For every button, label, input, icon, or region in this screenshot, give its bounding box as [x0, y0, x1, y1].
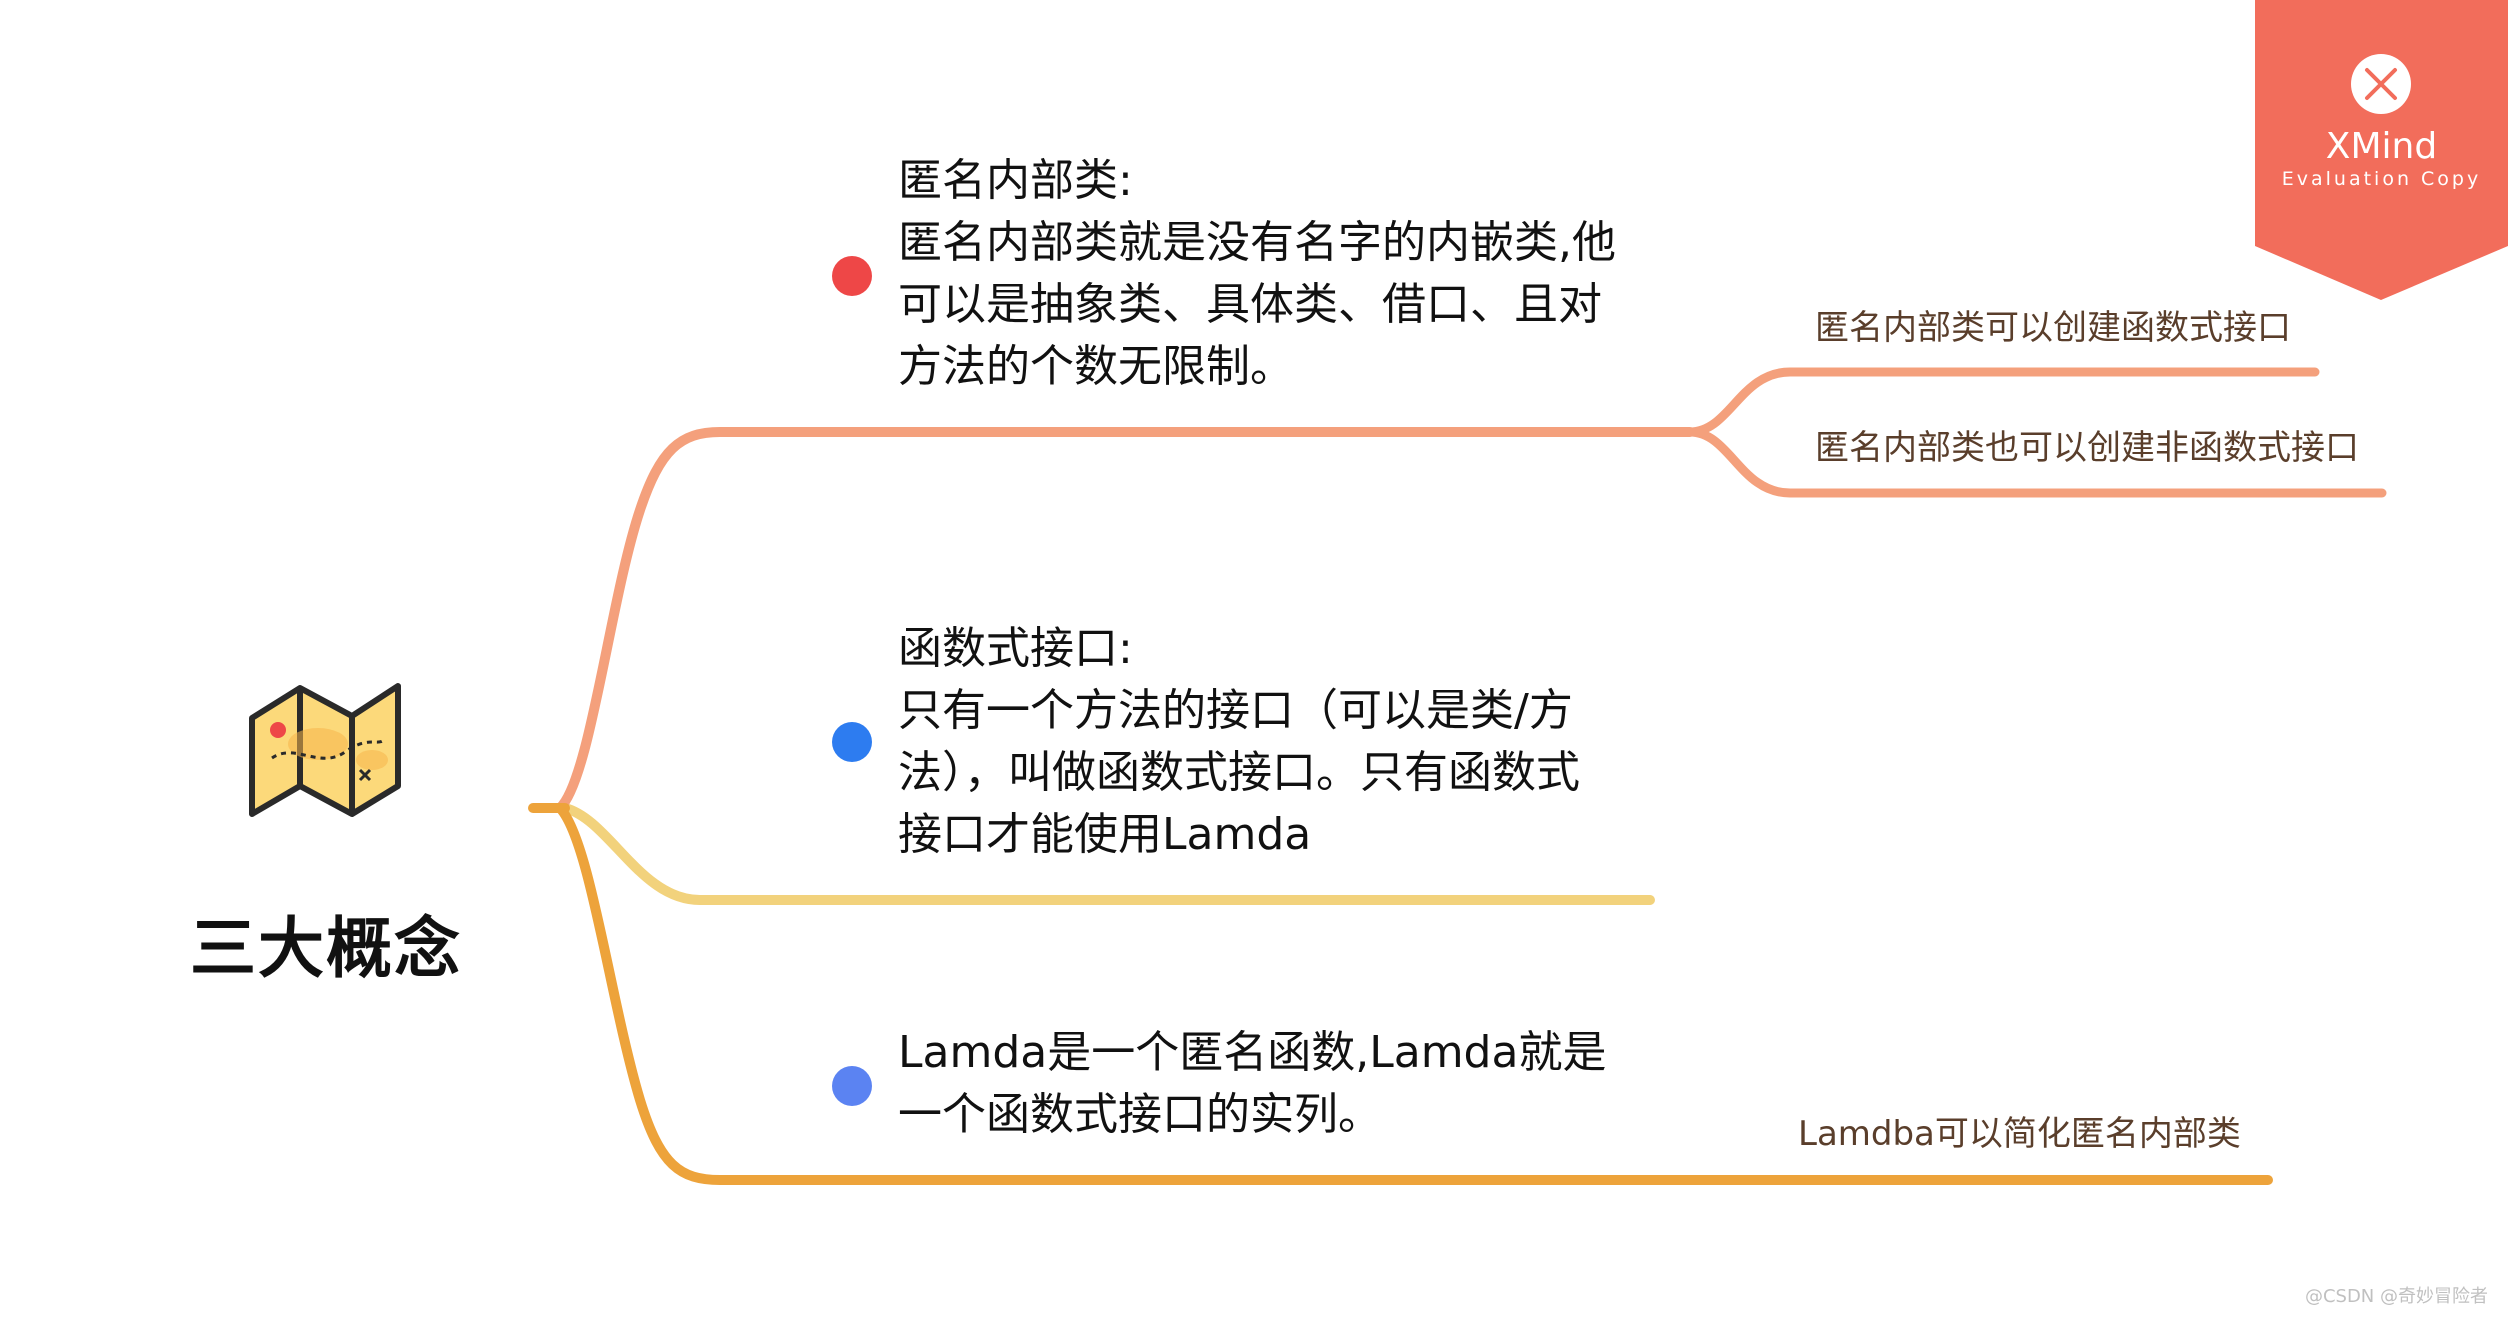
topic-dot-lamda: [832, 1066, 872, 1106]
leaf-create-non-functional-interface[interactable]: 匿名内部类也可以创建非函数式接口: [1815, 428, 2359, 468]
topic-dot-functional-interface: [832, 722, 872, 762]
topic-anonymous-inner-class[interactable]: 匿名内部类: 匿名内部类就是没有名字的内嵌类,他 可以是抽象类、具体类、借口、且…: [898, 155, 1616, 392]
central-topic-title[interactable]: 三大概念: [190, 910, 462, 987]
source-credit: @CSDN @奇妙冒险者: [2304, 1286, 2488, 1307]
leaf-create-functional-interface[interactable]: 匿名内部类可以创建函数式接口: [1815, 308, 2291, 348]
watermark-subtitle: Evaluation Copy: [2281, 168, 2482, 190]
topic-functional-interface[interactable]: 函数式接口: 只有一个方法的接口（可以是类/方 法），叫做函数式接口。只有函数式…: [898, 623, 1580, 860]
topic-dot-anonymous-inner-class: [832, 256, 872, 296]
topic-lamda[interactable]: Lamda是一个匿名函数,Lamda就是 一个函数式接口的实列。: [898, 1027, 1607, 1140]
connector-to-functional-interface: [560, 803, 1655, 905]
watermark-brand: XMind: [2325, 126, 2438, 167]
connector-to-lamda: [555, 803, 2273, 1185]
leaf-lambda-simplifies-anonymous-class[interactable]: Lamdba可以简化匿名内部类: [1798, 1114, 2241, 1154]
xmind-logo-icon: [2351, 54, 2411, 114]
connector-to-leaf-create-functional: [1685, 367, 2320, 437]
folded-map-icon: [249, 683, 401, 817]
watermark-banner: [2255, 0, 2508, 300]
connector-to-leaf-create-non-functional: [1685, 427, 2387, 498]
connector-to-anonymous-inner-class: [555, 427, 1695, 813]
